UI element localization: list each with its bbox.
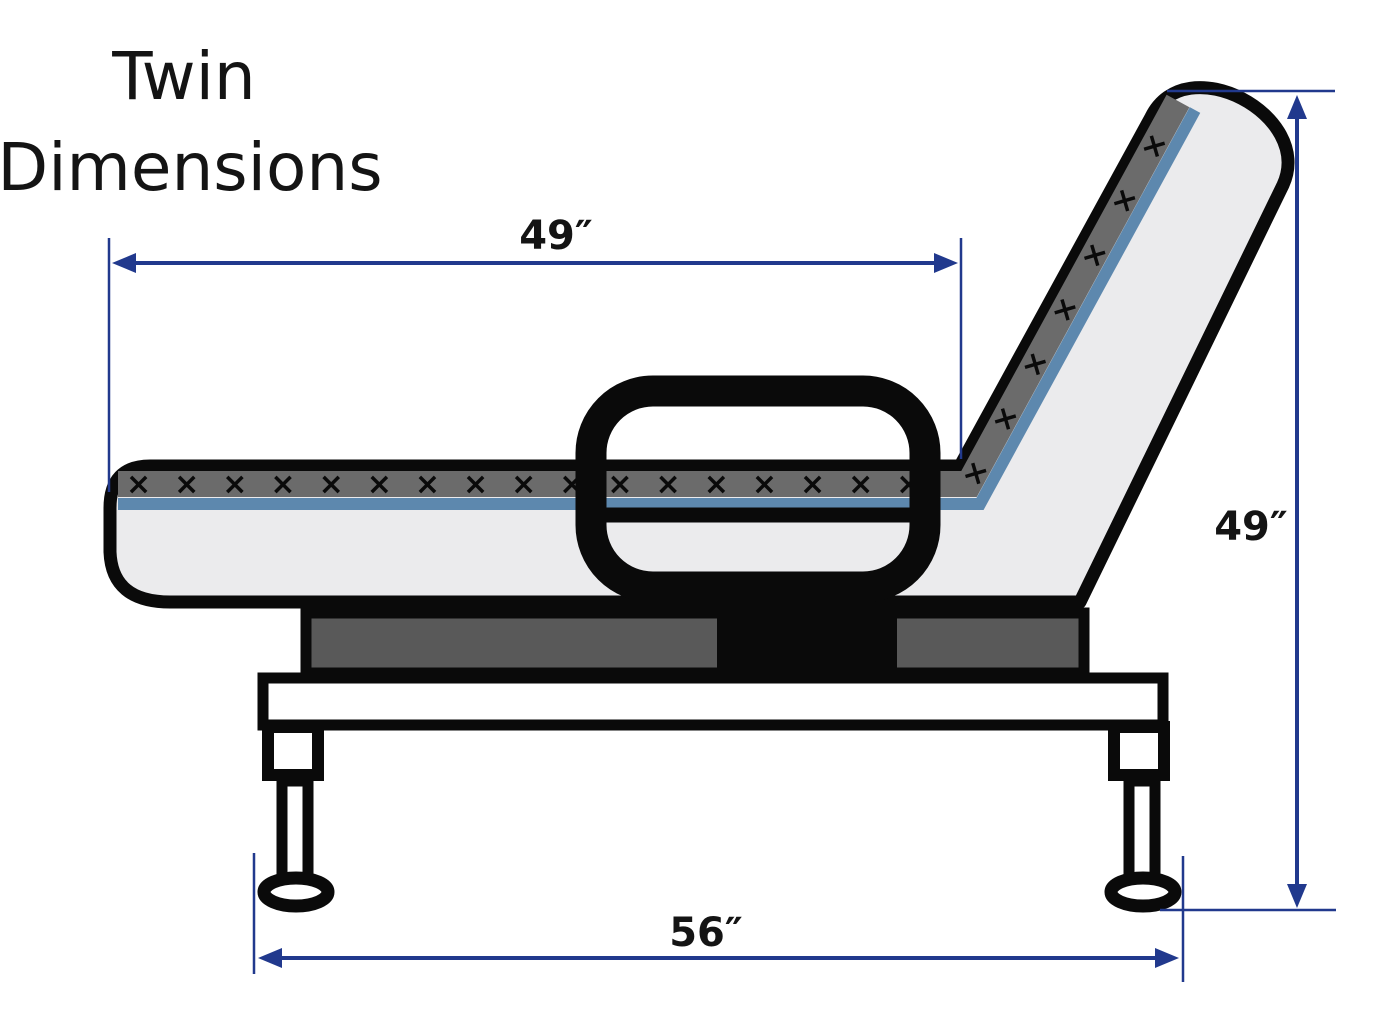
- right-leg: [1123, 775, 1161, 887]
- left-leg-bracket: [262, 721, 324, 781]
- mattress-comfort-layer: [118, 107, 1201, 510]
- stitch-marks-flat: ×××××××××××××××××: [126, 467, 944, 502]
- title-line-1: Twin: [111, 38, 256, 115]
- arrow-down-icon: [1287, 884, 1307, 908]
- mattress-stitch-strip: [118, 94, 1190, 497]
- right-leg-bracket: [1108, 721, 1170, 781]
- right-foot: [1104, 871, 1182, 913]
- dimension-overall-height: 49″: [1160, 89, 1336, 912]
- adjustable-bed-illustration: ××××××××××××××××× ×××××××: [103, 81, 1295, 913]
- title-line-2: Dimensions: [0, 129, 383, 206]
- left-leg: [276, 775, 314, 887]
- arrow-left-icon: [112, 253, 136, 273]
- left-foot: [257, 871, 335, 913]
- arrow-right-icon: [934, 253, 958, 273]
- bed-frame-rail: [257, 672, 1169, 731]
- mattress-handle-strap: [575, 375, 941, 603]
- overall-height-label: 49″: [1214, 504, 1288, 550]
- bed-base-motor-section: [717, 607, 897, 679]
- arrow-up-icon: [1287, 95, 1307, 119]
- base-length-label: 56″: [669, 910, 743, 956]
- arrow-left-icon: [258, 948, 282, 968]
- arrow-right-icon: [1155, 948, 1179, 968]
- dimension-top-width: 49″: [107, 213, 963, 492]
- diagram-title: Twin Dimensions: [0, 38, 383, 206]
- dimension-base-length: 56″: [252, 853, 1185, 982]
- top-width-label: 49″: [519, 213, 593, 259]
- bed-base-platform: [300, 607, 1090, 679]
